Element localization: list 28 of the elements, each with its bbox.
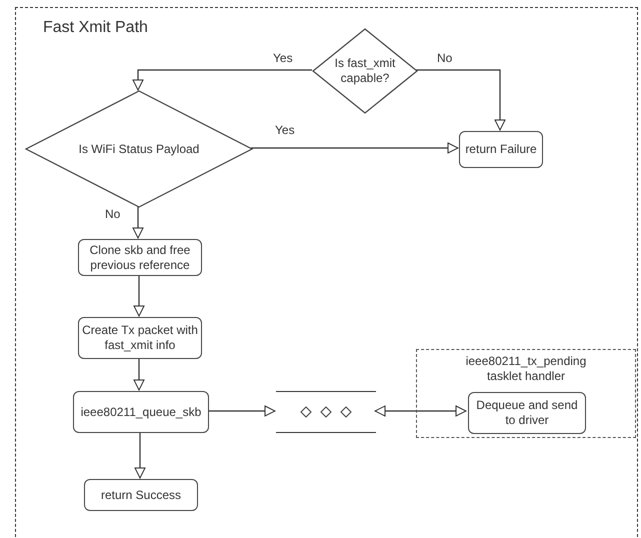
dashed-frame xyxy=(15,7,638,538)
arrow xyxy=(374,406,466,416)
edge-label: No xyxy=(436,51,454,65)
arrow xyxy=(208,406,276,416)
decision-diamond xyxy=(313,29,417,113)
dashed-group-box xyxy=(416,349,636,438)
frame-label: Fast Xmit Path xyxy=(43,20,148,35)
edge-label: No xyxy=(104,207,122,221)
arrow xyxy=(132,69,312,90)
decision-text: Is WiFi Status Payload xyxy=(78,142,200,156)
process-box: return Success xyxy=(84,479,198,511)
process-box: return Failure xyxy=(459,131,543,168)
arrow xyxy=(251,142,458,154)
queue-symbol xyxy=(276,391,376,433)
process-box: Create Tx packet with fast_xmit info xyxy=(78,317,202,359)
process-box: ieee80211_queue_skb xyxy=(73,391,209,433)
edge-label: Yes xyxy=(274,123,296,137)
arrow xyxy=(416,69,506,130)
arrow xyxy=(134,432,146,478)
arrow xyxy=(134,275,144,316)
edge-label: Yes xyxy=(272,51,294,65)
decision-text: Is fast_xmit capable? xyxy=(334,56,396,86)
process-box: Dequeue and send to driver xyxy=(468,392,586,434)
arrow xyxy=(132,206,144,238)
group-label: ieee80211_tx_pending tasklet handler xyxy=(464,354,588,384)
decision-diamond xyxy=(26,91,252,207)
arrow xyxy=(134,358,144,390)
process-box: Clone skb and free previous reference xyxy=(78,239,202,276)
